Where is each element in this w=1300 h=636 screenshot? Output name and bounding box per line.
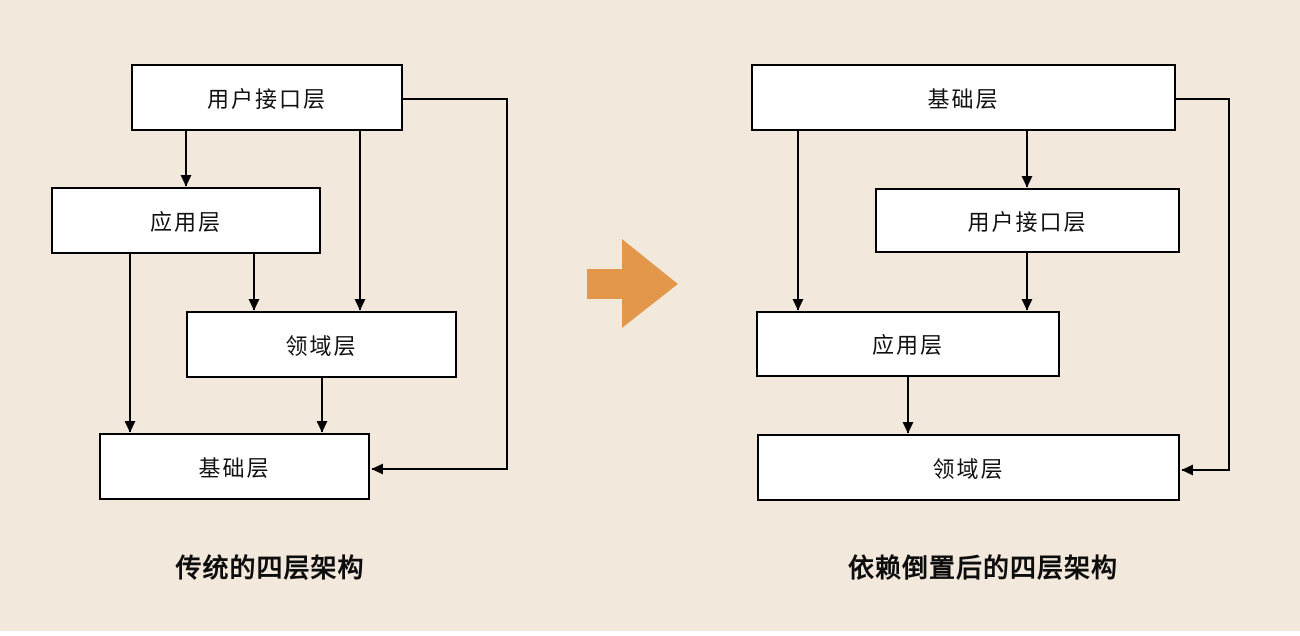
right-box-application-label: 应用层: [871, 333, 944, 358]
right-box-infrastructure-layer: 基础层: [751, 64, 1176, 131]
left-box-infrastructure-layer: 基础层: [99, 433, 370, 500]
right-box-user-interface-label: 用户接口层: [967, 209, 1088, 235]
right-box-infrastructure-label: 基础层: [927, 86, 1000, 112]
right-arrow-icon: [587, 239, 678, 328]
right-diagram-caption: 依赖倒置后的四层架构: [847, 553, 1118, 583]
left-box-infrastructure-label: 基础层: [198, 455, 271, 481]
left-box-domain-layer: 领域层: [186, 311, 457, 378]
left-diagram-caption: 传统的四层架构: [175, 553, 365, 583]
left-box-application-label: 应用层: [149, 209, 222, 235]
left-box-application-layer: 应用层: [51, 187, 321, 254]
left-box-user-interface-layer: 用户接口层: [131, 64, 403, 131]
right-box-domain-layer: 领域层: [757, 434, 1180, 501]
arrow-right-infrastructure-to-domain-bypass: [1176, 98, 1230, 476]
bottom-white-strip: [0, 631, 1300, 636]
right-box-application-layer: 应用层: [756, 311, 1060, 377]
left-box-user-interface-label: 用户接口层: [206, 86, 327, 112]
left-box-domain-label: 领域层: [285, 333, 358, 359]
right-box-user-interface-layer: 用户接口层: [875, 188, 1180, 253]
right-box-domain-label: 领域层: [932, 456, 1005, 482]
arrow-left-ui-to-infrastructure-bypass: [371, 98, 508, 475]
